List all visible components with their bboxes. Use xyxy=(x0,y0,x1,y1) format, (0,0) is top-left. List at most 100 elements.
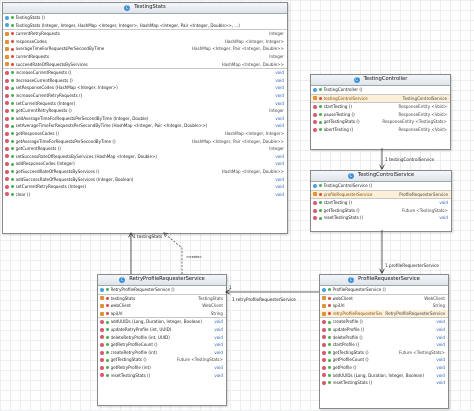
method-row[interactable]: setCurrentRequests (Integer)void xyxy=(3,100,287,108)
method-icon xyxy=(322,342,326,347)
method-row[interactable]: setAverageTimeForRequestsPerSecondByTime… xyxy=(3,122,287,130)
class-icon: C xyxy=(124,5,131,11)
method-row[interactable]: increaseCurrentRequests ()void xyxy=(3,69,287,77)
method-row[interactable]: startTesting ()void xyxy=(311,199,451,207)
public-visibility-icon xyxy=(105,358,109,362)
member-name: averageTimeForRequestsPerSecondByTime xyxy=(15,46,105,52)
class-header: C TestingStats xyxy=(3,3,287,14)
method-row[interactable]: resetTestingStats ()void xyxy=(320,379,448,387)
member-type: void xyxy=(436,372,445,378)
method-row[interactable]: getResponseCodes ()HashMap <Integer, Int… xyxy=(3,130,287,138)
method-row[interactable]: increaseCurrentRetryRequests ()void xyxy=(3,92,287,100)
method-icon xyxy=(5,146,9,151)
member-name: getCurrentRequests () xyxy=(15,146,61,152)
class-header: C ProfileRequesterService xyxy=(320,275,448,286)
public-visibility-icon xyxy=(327,288,331,292)
method-row[interactable]: addResponseCodes (Integer)void xyxy=(3,160,287,168)
private-visibility-icon xyxy=(105,296,109,300)
method-row[interactable]: updateRetryProfile (int, UUID)void xyxy=(98,326,226,334)
method-row[interactable]: createRetryProfile (int)void xyxy=(98,349,226,357)
constructors-section: ProfileRequesterService () xyxy=(320,286,448,295)
member-name: getProfile () xyxy=(332,364,357,370)
edge-label-create: «create» xyxy=(186,255,202,259)
field-row[interactable]: retryProfileRequesterServiceRetryProfile… xyxy=(320,309,448,318)
method-row[interactable]: getTestingStats ()Future <TestingStats> xyxy=(98,356,226,364)
constructor-row[interactable]: TestingStats (Integer, Integer, HashMap … xyxy=(3,22,287,30)
class-testing-controller[interactable]: C TestingController TestingController ()… xyxy=(310,74,451,150)
class-profile-requester-service[interactable]: C ProfileRequesterService ProfileRequest… xyxy=(319,274,449,409)
method-row[interactable]: getSucceedRateOfRequestsByServices () Has… xyxy=(3,168,287,176)
method-icon xyxy=(313,112,317,117)
method-row[interactable]: deleteProfile ()void xyxy=(320,334,448,342)
method-row[interactable]: getCurrentRequests ()Integer xyxy=(3,145,287,153)
constructor-row[interactable]: RetryProfileRequesterService () xyxy=(98,286,226,294)
method-row[interactable]: getRetryProfileCount ()void xyxy=(98,341,226,349)
edge-create-dependency xyxy=(164,233,183,274)
method-row[interactable]: deleteRetryProfile (int, UUID)void xyxy=(98,334,226,342)
member-name: succeedRateOfRequestsByServices xyxy=(15,61,88,67)
method-row[interactable]: getTestingStats ()ResponseEntity <Testin… xyxy=(311,118,450,126)
method-row[interactable]: startProfile ()void xyxy=(320,341,448,349)
public-visibility-icon xyxy=(105,320,109,324)
field-icon xyxy=(313,192,317,197)
method-row[interactable]: getTestingStats ()Future <TestingStats> xyxy=(320,349,448,357)
constructor-row[interactable]: ProfileRequesterService () xyxy=(320,286,448,294)
method-row[interactable]: clear ()void xyxy=(3,191,287,199)
member-name: increaseCurrentRetryRequests () xyxy=(15,92,83,98)
method-row[interactable]: startTesting ()ResponseEntity <Void> xyxy=(311,103,450,111)
method-row[interactable]: getTestingStats ()Future <TestingStats> xyxy=(311,207,451,215)
method-row[interactable]: getRetryProfile (int)void xyxy=(98,364,226,372)
method-row[interactable]: pauseTesting ()ResponseEntity <Void> xyxy=(311,111,450,119)
class-retry-profile-requester-service[interactable]: C RetryProfileRequesterService RetryProf… xyxy=(97,274,227,406)
method-icon xyxy=(5,116,9,121)
method-icon xyxy=(5,124,9,129)
public-visibility-icon xyxy=(318,113,322,117)
method-row[interactable]: setSuccessRateOfRequestsByServices (Hash… xyxy=(3,153,287,161)
class-icon: C xyxy=(347,173,354,179)
public-visibility-icon xyxy=(10,132,14,136)
member-type: void xyxy=(436,327,445,333)
method-row[interactable]: addSuccessRateOfRequestsByServices (Inte… xyxy=(3,175,287,183)
method-row[interactable]: addUUIDs (Long, Duration, Integer, Boole… xyxy=(320,372,448,380)
method-row[interactable]: abortTesting ()ResponseEntity <Void> xyxy=(311,126,450,134)
method-row[interactable]: addAverageTimeForRequestsPerSecondByTime… xyxy=(3,115,287,123)
method-icon xyxy=(100,335,104,340)
method-row[interactable]: setCurrentRetryRequests (Integer)void xyxy=(3,183,287,191)
member-name: startProfile () xyxy=(332,342,360,348)
method-row[interactable]: createProfile ()void xyxy=(320,318,448,326)
method-row[interactable]: setResponseCodes (HashMap <Integer, Inte… xyxy=(3,84,287,92)
method-row[interactable]: getAverageTimeForRequestsPerSecondByTime… xyxy=(3,138,287,146)
field-icon xyxy=(100,296,104,301)
public-visibility-icon xyxy=(105,373,109,377)
method-row[interactable]: resetTestingStats ()void xyxy=(311,214,451,222)
method-row[interactable]: resetTestingStats ()void xyxy=(98,372,226,380)
public-visibility-icon xyxy=(327,366,331,370)
class-testing-stats[interactable]: C TestingStats TestingStats ()TestingSta… xyxy=(2,2,288,234)
constructor-row[interactable]: TestingControlService () xyxy=(311,182,451,190)
member-name: getSucceedRateOfRequestsByServices () xyxy=(15,168,100,174)
method-row[interactable]: getCurrentRetryRequests ()Integer xyxy=(3,107,287,115)
method-row[interactable]: decreaseCurrentRequests ()void xyxy=(3,77,287,85)
class-testing-control-service[interactable]: C TestingControlService TestingControlSe… xyxy=(310,170,452,232)
member-type: Integer xyxy=(269,108,284,114)
method-row[interactable]: getProfileCount ()void xyxy=(320,356,448,364)
constructor-row[interactable]: TestingStats () xyxy=(3,14,287,22)
member-type: HashMap <Integer, Double>> xyxy=(221,168,284,174)
method-row[interactable]: updateProfile ()void xyxy=(320,326,448,334)
method-row[interactable]: addUUIDs (Long, Duration, Integer, Boole… xyxy=(98,318,226,326)
member-type: void xyxy=(436,319,445,325)
method-row[interactable]: getProfile ()void xyxy=(320,364,448,372)
constructor-row[interactable]: TestingController () xyxy=(311,86,450,94)
